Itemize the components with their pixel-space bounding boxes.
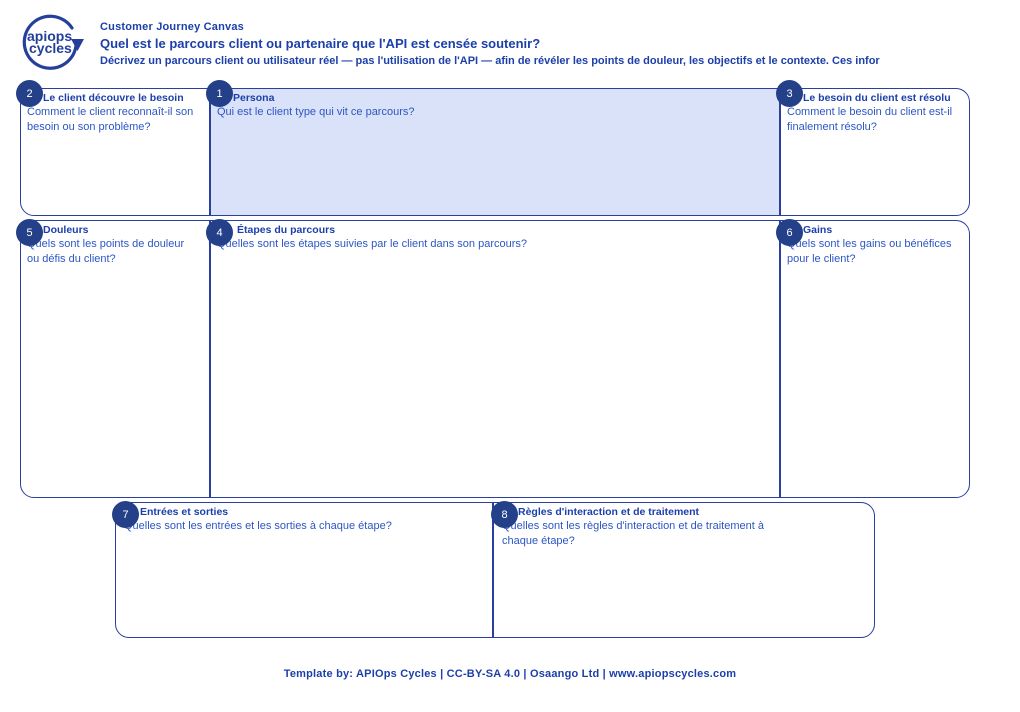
card-subtitle: Quelles sont les règles d'interaction et… [502,520,764,547]
card-subtitle: Comment le client reconnaît-il son besoi… [27,106,194,133]
canvas-description: Décrivez un parcours client ou utilisate… [100,55,880,67]
card-pains[interactable]: Douleurs Quels sont les points de douleu… [20,220,210,498]
card-badge-5: 5 [16,219,43,246]
card-title: Gains [803,224,833,236]
canvas-title: Customer Journey Canvas [100,21,244,33]
card-persona[interactable]: Persona Qui est le client type qui vit c… [210,88,780,216]
card-journey-steps[interactable]: Étapes du parcours Quelles sont les étap… [210,220,780,498]
card-subtitle: Quelles sont les étapes suivies par le c… [217,238,528,250]
card-subtitle: Qui est le client type qui vit ce parcou… [217,106,415,118]
canvas-question: Quel est le parcours client ou partenair… [100,36,541,51]
card-title: Entrées et sorties [140,506,229,518]
card-title: Douleurs [43,224,89,236]
card-title: Persona [233,92,275,104]
card-badge-1: 1 [206,80,233,107]
card-interaction-rules[interactable]: Règles d'interaction et de traitement Qu… [493,502,875,638]
header-text-block: Customer Journey Canvas Quel est le parc… [100,19,1020,70]
card-inputs-outputs[interactable]: Entrées et sorties Quelles sont les entr… [115,502,493,638]
card-gains[interactable]: Gains Quels sont les gains ou bénéfices … [780,220,970,498]
card-subtitle: Quels sont les points de douleur ou défi… [27,238,185,265]
card-client-discovers-need[interactable]: Le client découvre le besoin Comment le … [20,88,210,216]
card-title: Règles d'interaction et de traitement [518,506,700,518]
card-badge-2: 2 [16,80,43,107]
card-subtitle: Comment le besoin du client est-il final… [787,106,953,133]
canvas-footer: Template by: APIOps Cycles | CC-BY-SA 4.… [283,668,737,680]
card-badge-3: 3 [776,80,803,107]
apiops-cycles-logo: apiops cycles [10,8,90,72]
card-badge-4: 4 [206,219,233,246]
card-badge-8: 8 [491,501,518,528]
card-badge-7: 7 [112,501,139,528]
canvas-header: apiops cycles Customer Journey Canvas Qu… [0,0,1020,78]
card-title: Le besoin du client est résolu [803,92,951,104]
card-badge-6: 6 [776,219,803,246]
logo-text-cycles: cycles [29,40,72,56]
card-title: Étapes du parcours [237,224,336,236]
card-subtitle: Quels sont les gains ou bénéfices pour l… [787,238,952,265]
logo-text-apiops: apiops [27,28,72,44]
card-need-resolved[interactable]: Le besoin du client est résolu Comment l… [780,88,970,216]
card-title: Le client découvre le besoin [43,92,184,104]
card-subtitle: Quelles sont les entrées et les sorties … [124,520,392,532]
